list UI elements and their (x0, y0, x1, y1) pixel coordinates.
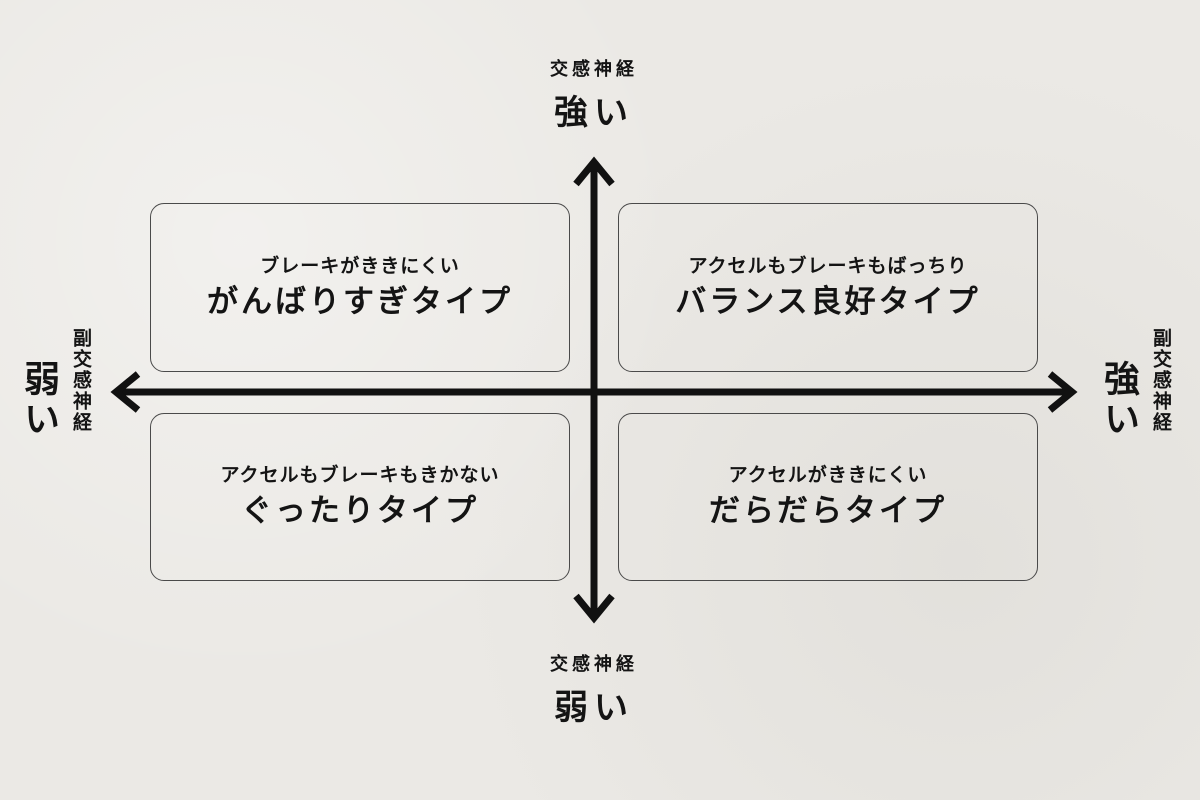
vertical-axis-bottom-label: 交感神経 弱い (494, 650, 694, 729)
quadrant-top-left: ブレーキがききにくい がんばりすぎタイプ (150, 203, 570, 372)
vertical-axis-strong-label: 強い (554, 93, 634, 133)
quadrant-title: ぐったりタイプ (241, 493, 479, 529)
quadrant-bottom-right: アクセルがききにくい だらだらタイプ (618, 413, 1038, 581)
vertical-axis-weak-label: 弱い (554, 688, 634, 728)
vertical-axis-top-label: 交感神経 強い (494, 55, 694, 134)
horizontal-axis-name-left: 副交感神経 (70, 328, 92, 433)
quadrant-subtitle: アクセルがききにくい (728, 464, 928, 486)
quadrant-title: がんばりすぎタイプ (207, 283, 513, 320)
horizontal-axis-name-right: 副交感神経 (1150, 328, 1172, 433)
quadrant-subtitle: アクセルもブレーキもばっちり (688, 254, 968, 277)
quadrant-bottom-left: アクセルもブレーキもきかない ぐったりタイプ (150, 413, 570, 581)
horizontal-axis-arrow (110, 371, 1078, 413)
horizontal-axis-strong-label: 強い (1098, 360, 1139, 440)
quadrant-title: バランス良好タイプ (675, 283, 981, 320)
horizontal-axis-weak-label: 弱い (18, 360, 59, 440)
vertical-axis-name-bottom: 交感神経 (550, 654, 638, 675)
quadrant-subtitle: ブレーキがききにくい (260, 254, 460, 277)
quadrant-top-right: アクセルもブレーキもばっちり バランス良好タイプ (618, 203, 1038, 372)
quadrant-title: だらだらタイプ (709, 493, 947, 529)
quadrant-subtitle: アクセルもブレーキもきかない (220, 464, 500, 486)
vertical-axis-name-top: 交感神経 (550, 59, 638, 80)
